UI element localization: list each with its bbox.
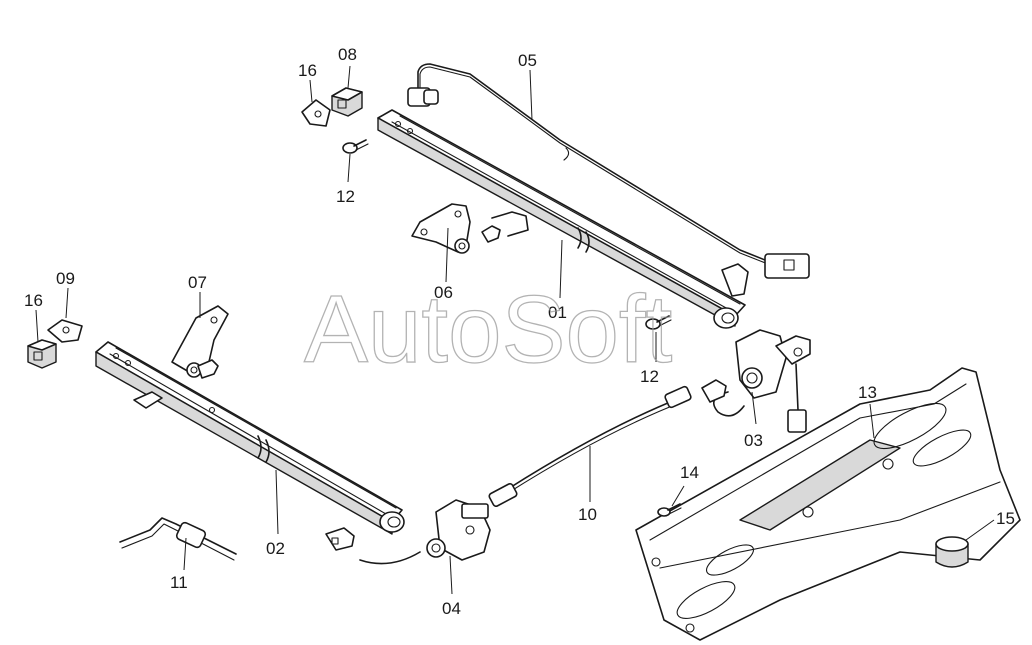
wire-harness-05[interactable] [407, 63, 810, 297]
watermark: AutoSoft [304, 276, 672, 383]
label-03: 03 [744, 431, 763, 450]
bolt-12-lower[interactable] [645, 315, 672, 330]
label-16-lower: 16 [24, 291, 43, 310]
handle-11[interactable] [119, 517, 237, 561]
label-09: 09 [56, 269, 75, 288]
label-14: 14 [680, 463, 699, 482]
leader-lines [35, 65, 995, 595]
bracket-06[interactable] [411, 203, 529, 254]
label-04: 04 [442, 599, 461, 618]
clip-16-lower[interactable] [27, 339, 57, 369]
stopper-15[interactable] [935, 536, 969, 568]
lock-mechanism-03[interactable] [701, 329, 811, 433]
bolt-14[interactable] [657, 503, 682, 517]
label-01: 01 [548, 303, 567, 322]
label-12-lower: 12 [640, 367, 659, 386]
bolt-12-upper[interactable] [342, 139, 369, 154]
cable-10[interactable] [488, 385, 692, 508]
upper-seat-rail-01[interactable] [377, 109, 746, 329]
label-07: 07 [188, 273, 207, 292]
label-16-upper: 16 [298, 61, 317, 80]
label-06: 06 [434, 283, 453, 302]
label-15: 15 [996, 509, 1015, 528]
clip-08-upper[interactable] [331, 87, 363, 117]
clip-09[interactable] [47, 319, 83, 343]
label-11: 11 [170, 573, 188, 592]
clip-16-upper[interactable] [301, 99, 331, 127]
label-13: 13 [858, 383, 877, 402]
label-10: 10 [578, 505, 597, 524]
lower-seat-rail-02[interactable] [95, 341, 405, 535]
label-08: 08 [338, 45, 357, 64]
base-frame-13[interactable] [635, 367, 1021, 641]
label-05: 05 [518, 51, 537, 70]
label-02: 02 [266, 539, 285, 558]
label-12-upper: 12 [336, 187, 355, 206]
release-mechanism-04[interactable] [325, 499, 491, 565]
